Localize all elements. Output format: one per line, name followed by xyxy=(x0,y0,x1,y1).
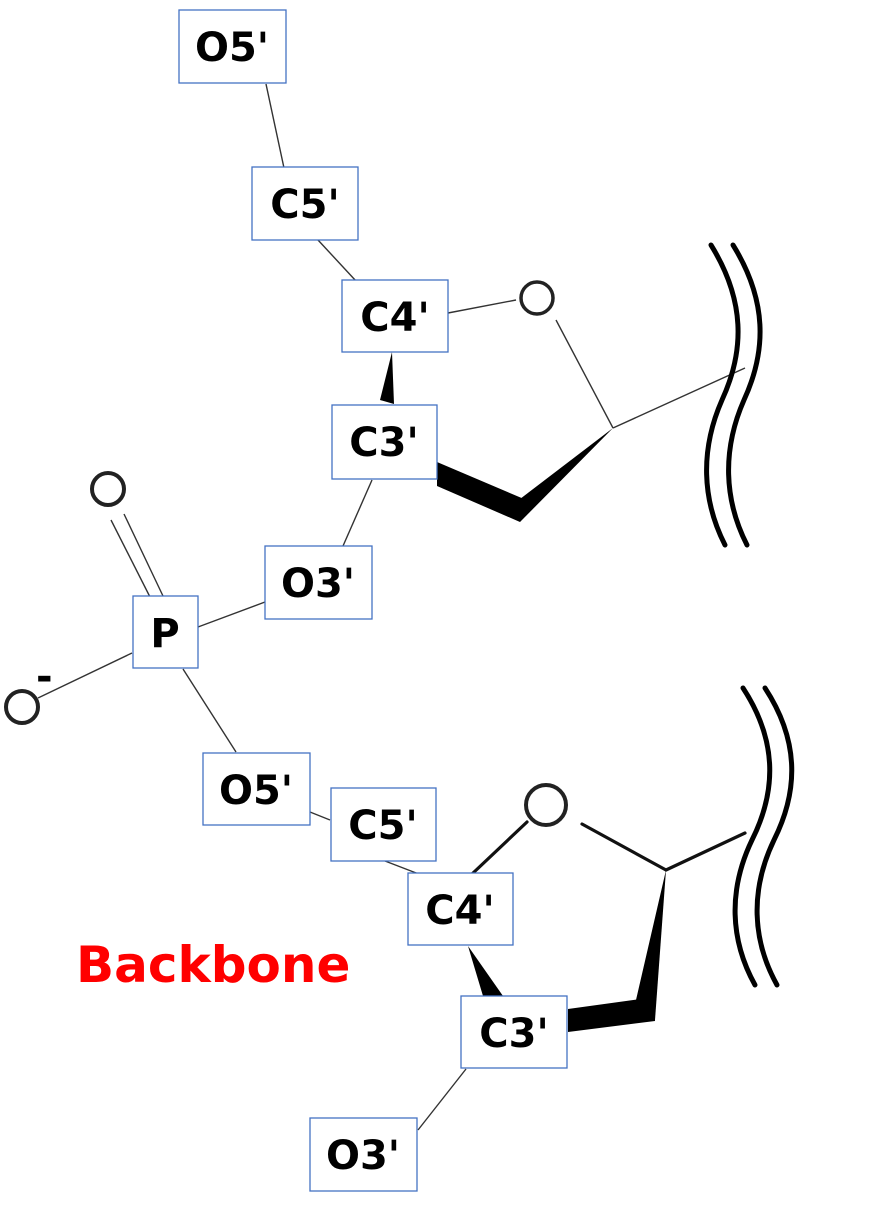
bond-p-ominus xyxy=(37,652,133,699)
bond-p-o-double-b xyxy=(123,513,164,597)
atom-c3-top: C3' xyxy=(331,404,438,480)
svg-text:C5': C5' xyxy=(348,803,417,849)
bond-ringo-c1-bottom xyxy=(580,822,668,872)
wedge-c3-c2-bottom xyxy=(568,997,655,1032)
bond-c3-o3-top xyxy=(342,479,373,547)
atom-c4-bottom: C4' xyxy=(407,872,514,946)
atom-phosphorus: P xyxy=(132,595,199,669)
wavy-break-bottom xyxy=(732,685,795,988)
wedge-c4-c3-bottom xyxy=(468,946,503,996)
phosphate-group: - xyxy=(4,471,266,753)
bond-c3-o3-bottom xyxy=(417,1068,467,1131)
atom-o3-bottom: O3' xyxy=(309,1117,418,1192)
ring-oxygen-bottom xyxy=(524,783,568,827)
svg-text:C3': C3' xyxy=(479,1011,548,1057)
svg-text:P: P xyxy=(150,611,179,657)
ring-oxygen-top xyxy=(519,280,555,316)
wedge-c4-c3-top xyxy=(380,352,394,404)
bond-o3-p xyxy=(197,601,266,628)
bond-o5-c5-bottom xyxy=(309,811,331,821)
atom-o3-top: O3' xyxy=(264,545,373,620)
atom-o5-top: O5' xyxy=(178,9,287,84)
wedge-c3-c2-top xyxy=(437,462,524,522)
backbone-title: Backbone xyxy=(76,936,350,994)
svg-text:O3': O3' xyxy=(326,1133,400,1179)
bottom-sugar-ring xyxy=(309,783,747,1131)
wedge-c2-c1-bottom xyxy=(636,870,666,1020)
wedge-c2-c1-top xyxy=(520,428,613,522)
svg-text:C3': C3' xyxy=(349,420,418,466)
atom-c5-bottom: C5' xyxy=(330,787,437,862)
phosphate-oxygen-double xyxy=(90,471,126,507)
svg-text:C4': C4' xyxy=(360,295,429,341)
svg-text:O3': O3' xyxy=(281,561,355,607)
top-sugar-ring xyxy=(265,83,746,547)
bond-c1-base-bottom xyxy=(664,831,747,872)
bond-p-o-double-a xyxy=(110,519,151,598)
svg-text:C4': C4' xyxy=(425,888,494,934)
svg-text:O5': O5' xyxy=(195,25,269,71)
atom-c5-top: C5' xyxy=(251,166,359,241)
bond-c4-ringo-bottom xyxy=(470,820,529,876)
bond-c4-ringo-top xyxy=(447,299,517,314)
svg-text:O5': O5' xyxy=(219,768,293,814)
atom-c3-bottom: C3' xyxy=(460,995,568,1069)
svg-text:C5': C5' xyxy=(270,182,339,228)
bond-p-o5-bottom xyxy=(182,668,237,753)
negative-charge: - xyxy=(36,654,53,700)
atom-o5-bottom: O5' xyxy=(202,752,311,826)
wavy-break-top xyxy=(704,242,763,548)
bond-c5-c4-top xyxy=(317,239,357,282)
bond-o5-c5-top xyxy=(265,83,285,169)
bond-c1-base-top xyxy=(612,367,746,429)
bond-ringo-c1-top xyxy=(555,319,614,429)
phosphate-oxygen-minus xyxy=(4,689,40,725)
atom-c4-top: C4' xyxy=(341,279,449,353)
